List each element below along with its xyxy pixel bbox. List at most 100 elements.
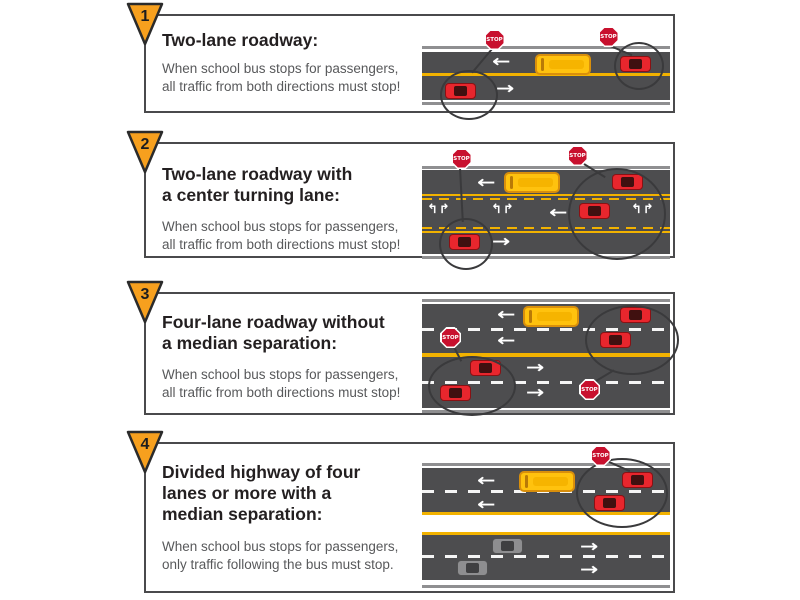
lane-divider-dashed (422, 555, 670, 558)
bus-front (529, 310, 532, 323)
stop-sign-label: STOP (592, 452, 609, 459)
road-edge-line (422, 299, 670, 302)
turn-lane-boundary-dashed (422, 198, 670, 200)
stop-sign: STOP (579, 379, 600, 400)
panel-center-turn-lane: 2 Two-lane roadway with a center turning… (126, 130, 675, 270)
stop-sign-face: STOP (580, 380, 599, 399)
bus-front (525, 475, 528, 488)
right-arrow-icon: → (525, 383, 545, 403)
turn-right-icon: ↱ (502, 202, 515, 217)
school-bus (535, 54, 591, 75)
badge-number: 4 (141, 436, 150, 453)
bus-roof (518, 178, 553, 187)
desc-line: all traffic from both directions must st… (162, 237, 401, 252)
left-arrow-icon: ← (476, 173, 496, 193)
right-arrow-icon: → (579, 560, 599, 580)
school-bus (519, 471, 575, 492)
school-bus (523, 306, 579, 327)
center-line-yellow (422, 353, 670, 357)
bus-roof (533, 477, 568, 486)
stop-sign: STOP (451, 148, 472, 169)
stop-sign-face: STOP (485, 30, 504, 49)
badge-triangle (126, 430, 164, 474)
lane-divider-dashed (422, 328, 670, 331)
desc-line: When school bus stops for passengers, (162, 219, 399, 234)
road-edge-line (422, 463, 670, 466)
badge-number: 3 (141, 286, 150, 303)
road-edge-line (422, 256, 670, 259)
stop-sign-face: STOP (591, 446, 610, 465)
highlight-circle (576, 458, 668, 528)
gray-car (492, 538, 523, 554)
badge-triangle (126, 2, 164, 46)
badge-number: 2 (141, 136, 150, 153)
desc-line: When school bus stops for passengers, (162, 367, 399, 382)
car-window (501, 540, 514, 552)
panel-two-lane: 1 Two-lane roadway: When school bus stop… (126, 2, 675, 120)
panel-description: When school bus stops for passengers, al… (162, 60, 400, 96)
left-arrow-icon: ← (496, 305, 516, 325)
panel-title: Four-lane roadway without a median separ… (162, 312, 385, 354)
stop-sign-label: STOP (453, 155, 470, 162)
highlight-circle (439, 218, 493, 270)
road-edge-line (422, 585, 670, 588)
stop-sign: STOP (484, 29, 505, 50)
left-arrow-icon: ← (476, 495, 496, 515)
turn-right-icon: ↱ (438, 202, 451, 217)
panel-number-badge: 1 (126, 2, 164, 46)
badge-number: 1 (141, 8, 150, 25)
panel-description: When school bus stops for passengers, on… (162, 538, 398, 574)
stop-sign-label: STOP (442, 334, 459, 341)
title-line: Two-lane roadway: (162, 30, 319, 50)
right-arrow-icon: → (579, 537, 599, 557)
stop-sign: STOP (440, 327, 461, 348)
panel-four-lane: 3 Four-lane roadway without a median sep… (126, 280, 679, 416)
car-window (466, 562, 479, 574)
stop-sign-face: STOP (441, 328, 460, 347)
road-edge-line (422, 102, 670, 105)
desc-line: all traffic from both directions must st… (162, 79, 401, 94)
stop-sign: STOP (598, 26, 619, 47)
panel-title: Divided highway of four lanes or more wi… (162, 462, 360, 525)
turn-arrows-icon: ↰↱ (491, 203, 515, 216)
right-arrow-icon: → (491, 232, 511, 252)
highlight-circle (585, 305, 679, 375)
panel-description: When school bus stops for passengers, al… (162, 366, 400, 402)
panel-title: Two-lane roadway: (162, 30, 318, 51)
title-line: median separation: (162, 504, 323, 524)
school-bus (504, 172, 560, 193)
road-edge-line (422, 46, 670, 49)
stop-sign-label: STOP (569, 152, 586, 159)
bus-roof (537, 312, 572, 321)
highlight-circle (440, 70, 498, 120)
turn-lane-boundary-solid (422, 231, 670, 233)
right-arrow-icon: → (525, 358, 545, 378)
left-arrow-icon: ← (548, 203, 568, 223)
title-line: lanes or more with a (162, 483, 332, 503)
desc-line: only traffic following the bus must stop… (162, 557, 394, 572)
title-line: Divided highway of four (162, 462, 361, 482)
turn-arrows-icon: ↰↱ (427, 203, 451, 216)
turn-lane-boundary-dashed (422, 227, 670, 229)
badge-triangle (126, 280, 164, 324)
road-edge-line (422, 410, 670, 413)
lane-divider-dashed (422, 381, 670, 384)
badge-triangle (126, 130, 164, 174)
highlight-circle (614, 42, 664, 90)
desc-line: When school bus stops for passengers, (162, 61, 399, 76)
highlight-circle (568, 168, 666, 260)
right-arrow-icon: → (495, 79, 515, 99)
turn-left-icon: ↰ (427, 202, 439, 217)
panel-title: Two-lane roadway with a center turning l… (162, 164, 352, 206)
turn-lane-boundary-solid (422, 194, 670, 196)
panel-number-badge: 2 (126, 130, 164, 174)
left-arrow-icon: ← (476, 471, 496, 491)
stop-sign-label: STOP (581, 386, 598, 393)
road-edge-line (422, 166, 670, 169)
title-line: a center turning lane: (162, 185, 340, 205)
stop-sign-label: STOP (600, 33, 617, 40)
panel-divided-highway: 4 Divided highway of four lanes or more … (126, 430, 675, 593)
left-arrow-icon: ← (496, 331, 516, 351)
stop-sign-face: STOP (452, 149, 471, 168)
